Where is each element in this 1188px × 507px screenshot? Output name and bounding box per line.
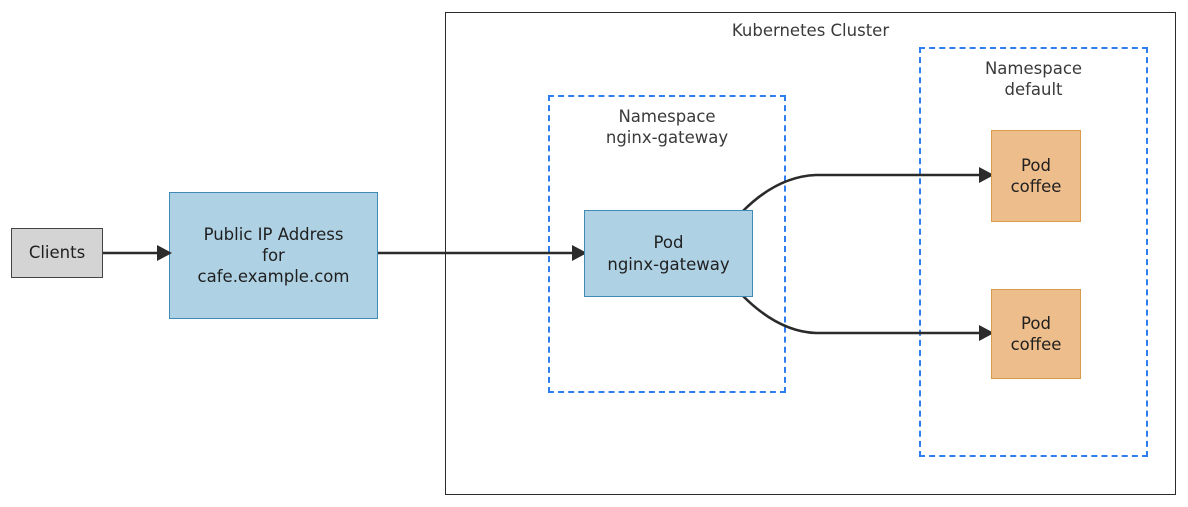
node-clients-label: Clients (28, 243, 86, 263)
namespace-default-label: Namespace default (984, 59, 1083, 100)
namespace-default: Namespace default (919, 47, 1148, 457)
node-pod-coffee-2-label: Pod coffee (1010, 313, 1062, 354)
node-public-ip-address: Public IP Address for cafe.example.com (169, 192, 378, 319)
namespace-nginx-gateway: Namespace nginx-gateway (548, 95, 786, 393)
namespace-nginx-gateway-label: Namespace nginx-gateway (605, 107, 729, 148)
node-pod-coffee-1: Pod coffee (991, 130, 1081, 222)
kubernetes-cluster-label: Kubernetes Cluster (731, 21, 890, 40)
edge-clients-to-public-ip (103, 245, 172, 261)
node-pod-coffee-1-label: Pod coffee (1010, 155, 1062, 196)
node-pod-nginx-gateway-label: Pod nginx-gateway (607, 233, 730, 274)
node-pod-coffee-2: Pod coffee (991, 289, 1081, 379)
node-clients: Clients (11, 228, 103, 278)
node-pod-nginx-gateway: Pod nginx-gateway (584, 210, 753, 297)
node-public-ip-address-label: Public IP Address for cafe.example.com (197, 224, 350, 287)
